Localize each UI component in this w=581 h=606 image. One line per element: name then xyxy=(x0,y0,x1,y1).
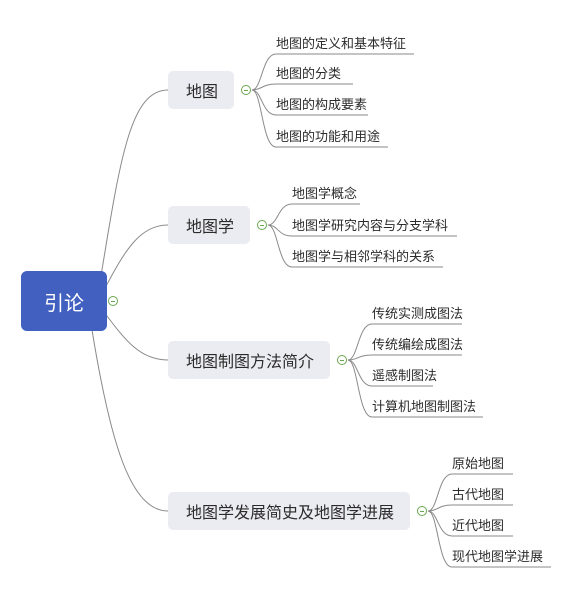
branch-node-map[interactable]: 地图 xyxy=(168,71,235,109)
collapse-toggle-icon[interactable] xyxy=(417,506,427,516)
root-node[interactable]: 引论 xyxy=(21,271,107,331)
collapse-toggle-icon[interactable] xyxy=(108,296,118,306)
root-label: 引论 xyxy=(44,290,84,315)
leaf-node[interactable]: 原始地图 xyxy=(452,457,505,472)
branch-label: 地图学 xyxy=(186,217,235,236)
collapse-toggle-icon[interactable] xyxy=(241,85,251,95)
branch-label: 地图学发展简史及地图学进展 xyxy=(186,503,395,522)
leaf-node[interactable]: 地图学与相邻学科的关系 xyxy=(292,250,436,265)
branch-label: 地图 xyxy=(186,82,219,101)
branch-node-history[interactable]: 地图学发展简史及地图学进展 xyxy=(168,492,411,530)
leaf-node[interactable]: 传统编绘成图法 xyxy=(372,338,464,353)
leaf-node[interactable]: 古代地图 xyxy=(452,488,505,503)
leaf-node[interactable]: 传统实测成图法 xyxy=(372,307,464,322)
leaf-node[interactable]: 地图的功能和用途 xyxy=(276,130,381,145)
leaf-node[interactable]: 地图学概念 xyxy=(292,187,358,202)
branch-label: 地图制图方法简介 xyxy=(186,352,315,371)
collapse-toggle-icon[interactable] xyxy=(257,220,267,230)
leaf-node[interactable]: 地图的分类 xyxy=(276,67,342,82)
leaf-node[interactable]: 地图的构成要素 xyxy=(276,98,368,113)
leaf-node[interactable]: 遥感制图法 xyxy=(372,369,438,384)
leaf-node[interactable]: 计算机地图制图法 xyxy=(372,400,477,415)
leaf-node[interactable]: 现代地图学进展 xyxy=(452,550,544,565)
collapse-toggle-icon[interactable] xyxy=(337,355,347,365)
leaf-node[interactable]: 地图学研究内容与分支学科 xyxy=(292,219,449,234)
leaf-node[interactable]: 地图的定义和基本特征 xyxy=(276,37,407,52)
branch-node-mapping-methods[interactable]: 地图制图方法简介 xyxy=(168,341,331,379)
branch-node-cartography[interactable]: 地图学 xyxy=(168,206,251,244)
leaf-node[interactable]: 近代地图 xyxy=(452,519,505,534)
